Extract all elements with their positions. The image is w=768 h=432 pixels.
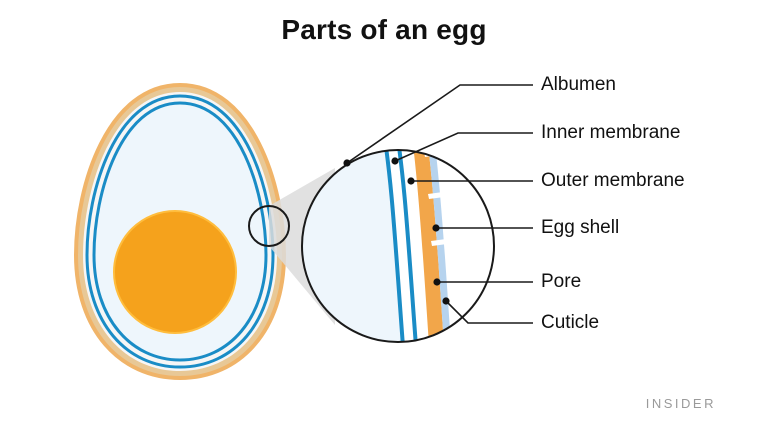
egg-shell-dot (432, 224, 440, 232)
insider-logo: INSIDER (645, 396, 716, 411)
callouts (346, 84, 533, 324)
inner-membrane-dot (391, 157, 399, 165)
pore-2 (428, 192, 444, 199)
magnified-section (301, 149, 495, 343)
zoom-marker (248, 205, 290, 247)
inner-membrane-leader (394, 132, 533, 162)
page-title: Parts of an egg (281, 14, 487, 45)
label-albumen: Albumen (541, 74, 616, 95)
pore-3 (431, 239, 447, 246)
albumen-leader (346, 84, 533, 164)
magnified-inner-membrane (380, 150, 406, 342)
label-inner-membrane: Inner membrane (541, 122, 681, 143)
outer-membrane-dot (407, 177, 415, 185)
egg-outer-membrane (85, 94, 275, 369)
magnified-outer-membrane (393, 150, 419, 342)
label-outer-membrane: Outer membrane (541, 170, 685, 191)
label-pore: Pore (541, 271, 582, 292)
pore-dot (433, 278, 441, 286)
whole-egg (73, 82, 287, 381)
albumen-dot (343, 159, 351, 167)
cuticle-leader (445, 300, 533, 324)
magnified-eggshell (410, 150, 445, 342)
cuticle-dot (442, 297, 450, 305)
callout-dots (343, 157, 450, 305)
label-cuticle: Cuticle (541, 312, 600, 333)
label-egg-shell: Egg shell (541, 217, 620, 238)
yolk (113, 210, 237, 334)
